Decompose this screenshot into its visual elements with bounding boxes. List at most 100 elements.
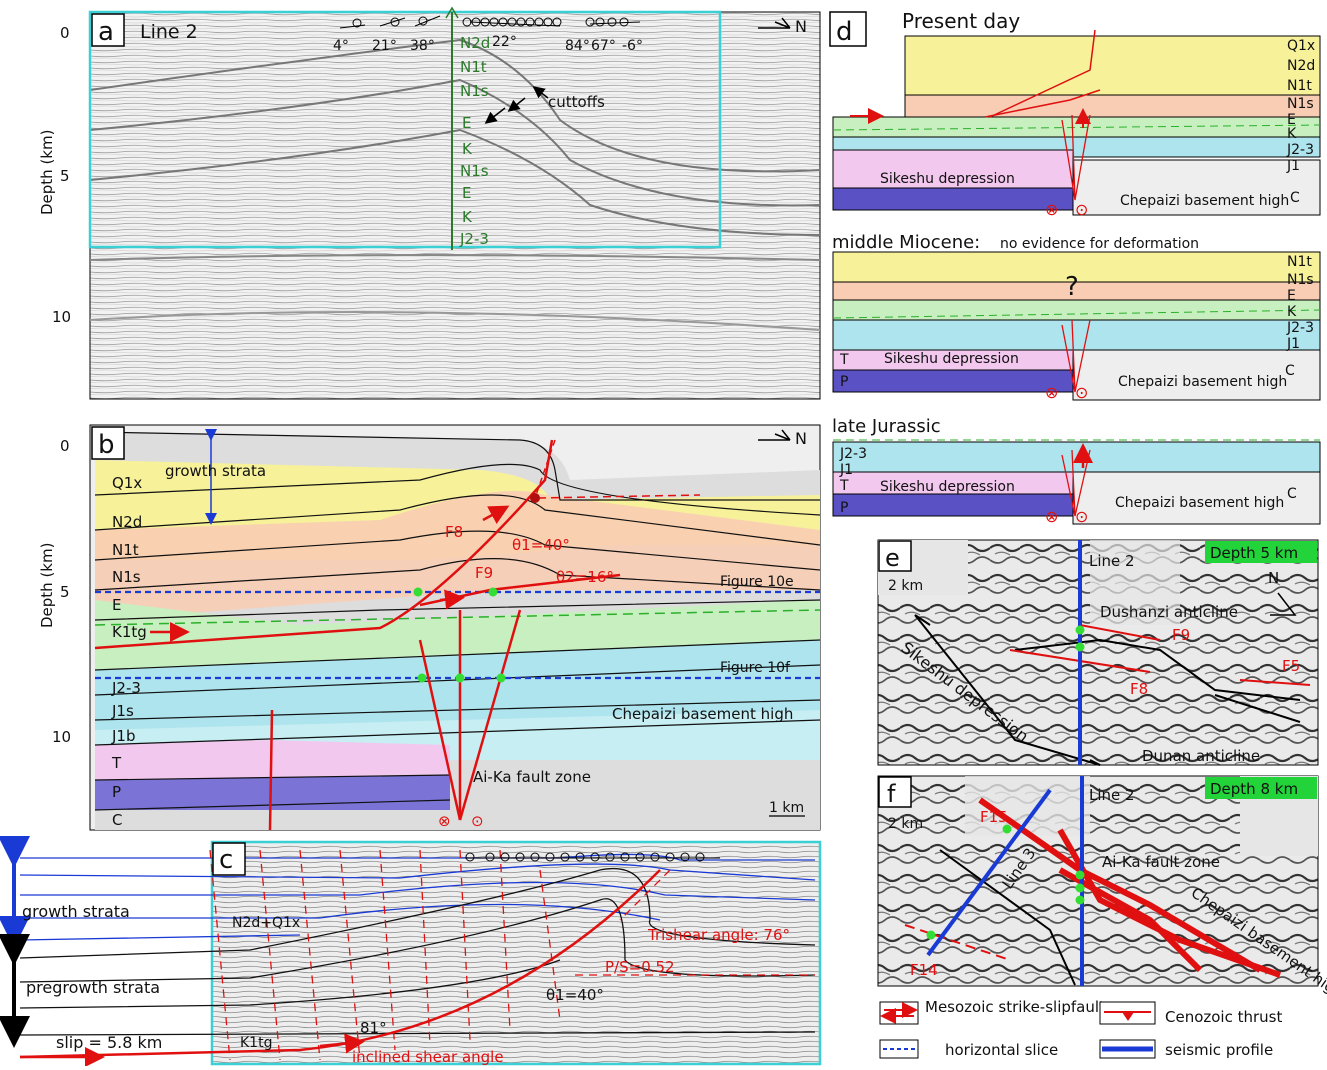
north-label-b: N: [795, 429, 807, 448]
angle-81: 81°: [360, 1019, 387, 1037]
c-d2: C: [1285, 363, 1295, 379]
panel-e-letter: e: [885, 544, 900, 572]
pd-e: E: [1287, 112, 1296, 128]
panel-a-letter: a: [98, 17, 114, 47]
line3-profile: [926, 788, 1052, 957]
dip-minus6: -6°: [622, 38, 643, 54]
legend-horizontal: horizontal slice: [945, 1041, 1058, 1059]
c-d1: C: [1290, 190, 1300, 206]
md-n1s: N1s: [1287, 272, 1314, 288]
dip-38: 38°: [410, 38, 435, 54]
pd-k: K: [1287, 126, 1297, 142]
depth-8km: Depth 8 km: [1210, 780, 1298, 798]
present-day-title: Present day: [902, 9, 1020, 33]
a-depth-label: Depth (km): [38, 130, 56, 215]
sikeshu-d3: Sikeshu depression: [880, 479, 1015, 495]
scale-b: 1 km: [769, 800, 804, 816]
inclined-label: inclined shear angle: [352, 1048, 504, 1066]
well-unit-n1t: N1t: [460, 58, 487, 76]
well-arrow-icon: [445, 6, 459, 19]
svg-text:⊙: ⊙: [1075, 200, 1088, 219]
late-jurassic-title: late Jurassic: [832, 416, 941, 437]
unit-n2d-q1x: N2d+Q1x: [232, 915, 300, 931]
no-evidence-label: no evidence for deformation: [1000, 236, 1199, 252]
depth-5km: Depth 5 km: [1210, 544, 1298, 562]
legend-mesozoic: Mesozoic strike-slipfault: [925, 998, 1105, 1016]
f8-e: F8: [1130, 680, 1148, 698]
b-depth-tick-5: 5: [60, 583, 70, 601]
pregrowth-strata-c: pregrowth strata: [26, 978, 160, 997]
north-e-icon: [1270, 592, 1297, 616]
f8-label: F8: [445, 523, 463, 541]
well-unit-e: E: [462, 114, 471, 132]
pd-n1s: N1s: [1287, 96, 1314, 112]
fault-zone-f: Ai-Ka fault zone: [1102, 853, 1220, 871]
into-page-icon: ⊙: [471, 812, 484, 830]
panel-d: d Present day Sikeshu depression Chepaiz…: [829, 9, 1321, 526]
well-unit-e-2: E: [462, 184, 471, 202]
dip-84: 84°: [565, 38, 590, 54]
pd-j23: J2-3: [1286, 142, 1314, 158]
fault-f8: [94, 439, 554, 650]
middle-miocene-title: middle Miocene:: [832, 232, 980, 253]
md-j23: J2-3: [1286, 320, 1314, 336]
theta1-label: θ1=40°: [512, 536, 570, 554]
theta2-label: θ2=16°: [556, 568, 614, 586]
well-unit-n1s-2: N1s: [460, 162, 489, 180]
figure-10e-label: Figure 10e: [720, 574, 794, 590]
dip-symbols: [339, 15, 641, 29]
cyan-inset-box: [88, 10, 722, 249]
chepaizi-d1: Chepaizi basement high: [1120, 193, 1289, 209]
md-k: K: [1287, 304, 1297, 320]
md-t: T: [839, 352, 849, 368]
svg-text:⊙: ⊙: [1075, 507, 1088, 526]
panel-c-letter: c: [219, 845, 233, 875]
north-e: N: [1268, 569, 1279, 587]
panel-d-letter: d: [836, 17, 853, 47]
well-unit-n2d: N2d: [460, 34, 490, 52]
f15-label: F15: [980, 808, 1008, 826]
basement-high-label: Chepaizi basement high: [612, 705, 793, 723]
fault-zone-label: Ai-Ka fault zone: [473, 768, 591, 786]
a-depth-tick-5: 5: [60, 167, 70, 185]
b-depth-label: Depth (km): [38, 543, 56, 628]
slip-label: slip = 5.8 km: [56, 1033, 162, 1052]
growth-strata-c: growth strata: [22, 902, 130, 921]
unit-n1s: N1s: [112, 568, 141, 586]
north-arrow-b-icon: [758, 429, 791, 441]
svg-text:⊗: ⊗: [1045, 507, 1058, 526]
lj-j1: J1: [839, 462, 853, 478]
dushanzi-anticline: [1014, 638, 1301, 701]
panel-c: growth strata pregrowth strata slip = 5.…: [0, 836, 822, 1067]
b-depth-tick-10: 10: [52, 728, 71, 746]
unit-q1x: Q1x: [112, 474, 142, 492]
a-depth-tick-0: 0: [60, 24, 70, 42]
north-arrow-icon: [758, 17, 791, 29]
unit-n2d: N2d: [112, 513, 142, 531]
f5-e: F5: [1282, 657, 1300, 675]
svg-text:⊙: ⊙: [1075, 383, 1088, 402]
question-mark: ?: [1065, 272, 1079, 302]
sikeshu-syncline: [914, 614, 1101, 766]
lj-t: T: [839, 478, 849, 494]
c-d3: C: [1287, 486, 1297, 502]
f14-label: F14: [910, 961, 938, 979]
pd-j1: J1: [1286, 158, 1300, 174]
panel-b-letter: b: [98, 430, 115, 460]
unit-n1t: N1t: [112, 541, 139, 559]
f9-label: F9: [475, 564, 493, 582]
a-depth-tick-10: 10: [52, 308, 71, 326]
line-label: Line 2: [140, 21, 198, 43]
unit-c: C: [112, 811, 122, 829]
svg-text:⊗: ⊗: [1045, 383, 1058, 402]
lj-j23: J2-3: [839, 446, 867, 462]
line2-f: Line 2: [1089, 786, 1135, 804]
unit-j1b: J1b: [111, 727, 136, 745]
pd-n1t: N1t: [1287, 78, 1312, 94]
dushanzi-label: Dushanzi anticline: [1100, 603, 1238, 621]
scale-f: 2 km: [888, 816, 923, 832]
md-p: P: [840, 374, 848, 390]
dip-4: 4°: [333, 38, 349, 54]
figure-10f-label: Figure 10f: [720, 660, 791, 676]
dip-22: 22°: [492, 34, 517, 50]
